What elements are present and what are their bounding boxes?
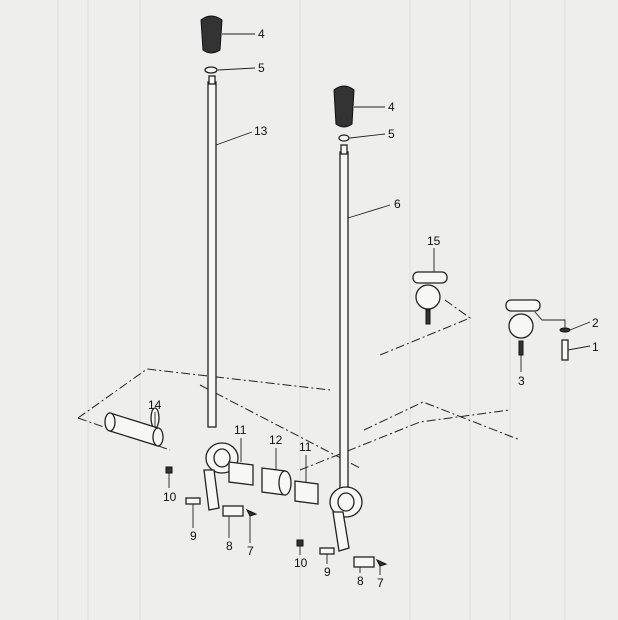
- callout-9: 9: [324, 565, 331, 579]
- rod-6: [339, 151, 349, 498]
- callout-5: 5: [388, 127, 395, 141]
- lock-7-right: [375, 558, 388, 567]
- rod-13: [207, 81, 217, 428]
- callout-7: 7: [377, 576, 384, 590]
- callout-11: 11: [234, 423, 247, 437]
- callout-8: 8: [226, 539, 233, 553]
- bushing-11b: [294, 480, 319, 505]
- washer-2: [559, 327, 571, 333]
- callout-4: 4: [258, 27, 265, 41]
- callout-3: 3: [518, 374, 525, 388]
- pin-9-left: [185, 497, 201, 505]
- right-rod-assembly: [296, 85, 388, 568]
- callout-8: 8: [357, 574, 364, 588]
- bolt-1: [561, 339, 569, 361]
- knob-4-right: [333, 85, 355, 128]
- screw-3: [518, 340, 524, 356]
- pin-9-right: [319, 547, 335, 555]
- callout-11: 11: [299, 440, 312, 454]
- callout-9: 9: [190, 529, 197, 543]
- callout-15: 15: [427, 234, 441, 248]
- leader-lines: [154, 33, 591, 575]
- bracket-15: [412, 271, 448, 284]
- left-rod-assembly: [104, 15, 319, 517]
- callout-12: 12: [269, 433, 283, 447]
- washer-5-left: [204, 66, 218, 74]
- bracket-right: [505, 299, 541, 312]
- washer-5-right: [338, 134, 350, 142]
- callout-5: 5: [258, 61, 265, 75]
- plate-8-left: [222, 505, 244, 517]
- screw-10-left: [165, 466, 173, 474]
- arm-left: [203, 469, 220, 511]
- callout-1: 1: [592, 340, 599, 354]
- callout-10: 10: [163, 490, 177, 504]
- callout-6: 6: [394, 197, 401, 211]
- background-table-ghost: [57, 0, 566, 620]
- callout-labels: 4 5 13 4 5 6 15 2 1 3 14 11 12 11 10 9 8…: [148, 27, 599, 590]
- plate-8-right: [353, 556, 375, 568]
- knob-4-left: [200, 15, 223, 54]
- callout-10: 10: [294, 556, 308, 570]
- callout-14: 14: [148, 398, 162, 412]
- arm-right: [332, 511, 350, 552]
- callout-4: 4: [388, 100, 395, 114]
- bushing-11a: [228, 461, 254, 486]
- screw-10-right: [296, 539, 304, 547]
- clamp-brackets: [412, 271, 571, 361]
- lock-7-left: [245, 508, 258, 517]
- callout-13: 13: [254, 124, 268, 138]
- callout-7: 7: [247, 544, 254, 558]
- callout-2: 2: [592, 316, 599, 330]
